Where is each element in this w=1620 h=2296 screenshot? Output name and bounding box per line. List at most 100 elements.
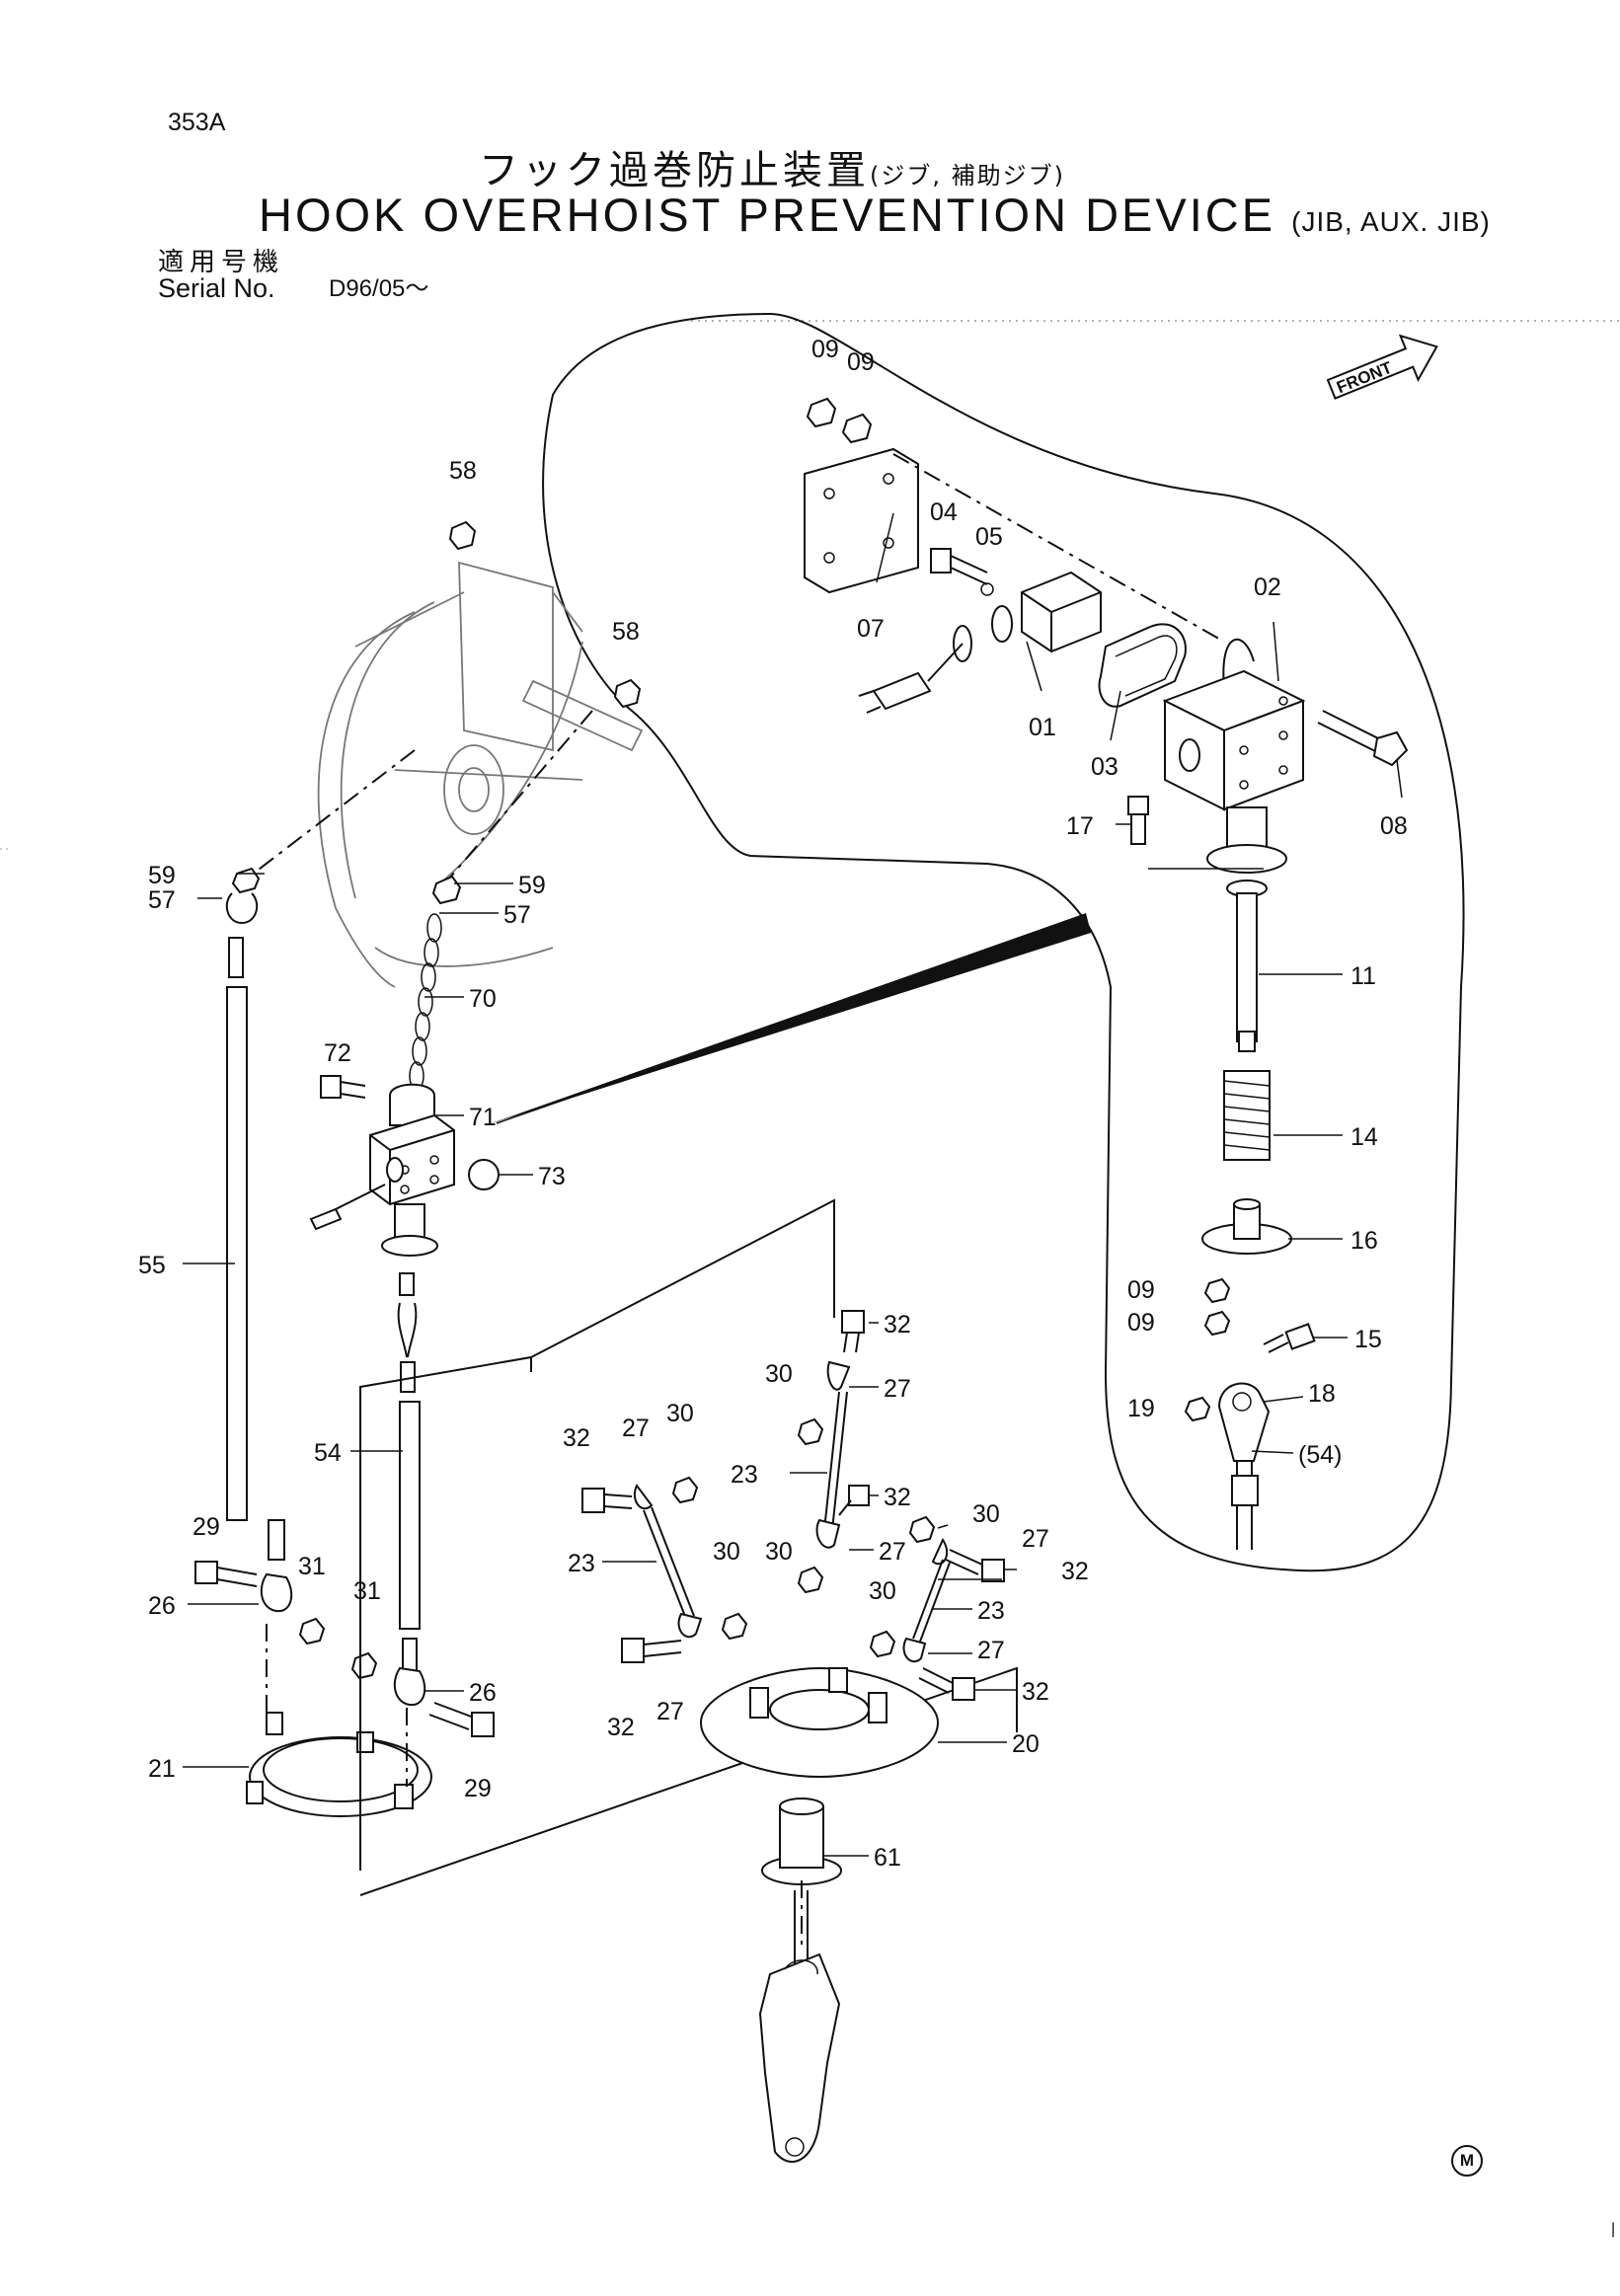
label-30-left: 30 (713, 1538, 740, 1566)
axis-line-plate (892, 453, 1225, 643)
bolt-32-top (841, 1310, 865, 1353)
link-end-27-a (633, 1484, 654, 1510)
label-71: 71 (469, 1104, 497, 1131)
label-26-b: 26 (469, 1679, 497, 1707)
front-arrow-icon: FRONT (1326, 334, 1438, 400)
label-09-c: 09 (1127, 1276, 1155, 1304)
nut-19 (1184, 1396, 1211, 1422)
bolt-32-left (581, 1488, 633, 1513)
nut-09-c (1203, 1277, 1231, 1304)
label-30-right: 30 (972, 1500, 1000, 1528)
label-32-right: 32 (1061, 1558, 1089, 1585)
bolt-32-rlow (918, 1667, 975, 1701)
nut-30-mid (797, 1566, 824, 1594)
label-09-b: 09 (847, 348, 875, 376)
m-mark-icon: M (1451, 2145, 1483, 2177)
label-08: 08 (1380, 812, 1408, 840)
label-23-left: 23 (568, 1550, 595, 1577)
label-14: 14 (1350, 1123, 1378, 1151)
label-58-a: 58 (449, 457, 477, 485)
sheave-outline (317, 561, 644, 988)
plate-07 (804, 447, 919, 594)
label-54: 54 (314, 1439, 342, 1467)
nut-58-a (448, 520, 477, 551)
axis-line-right (448, 710, 593, 880)
label-16: 16 (1350, 1227, 1378, 1255)
title-english-main: HOOK OVERHOIST PREVENTION DEVICE (259, 189, 1276, 241)
nut-30-right (908, 1515, 936, 1544)
nut-30-top (797, 1417, 824, 1446)
label-32-lower: 32 (607, 1714, 635, 1741)
label-58-b: 58 (612, 618, 640, 646)
label-55: 55 (138, 1252, 166, 1279)
label-27-right: 27 (1022, 1525, 1049, 1553)
page-code: 353A (168, 109, 226, 136)
serial-label-english: Serial No. (158, 273, 275, 303)
leader-lines (183, 512, 1403, 1857)
part-number-labels: 09 09 07 04 05 02 01 03 08 17 11 14 16 0… (138, 336, 1408, 1872)
hook-block (758, 1890, 841, 2163)
page-edge-mark: | (1611, 2221, 1616, 2238)
label-23-right: 23 (977, 1597, 1005, 1625)
label-05: 05 (975, 523, 1003, 551)
detail-balloon-outline (542, 312, 1465, 1572)
sub-assembly-frame-left (359, 1355, 532, 1871)
rod-55 (225, 892, 285, 1561)
label-01: 01 (1029, 714, 1056, 741)
washer-05 (980, 582, 994, 596)
label-57-b: 57 (503, 901, 531, 929)
label-32-rlow: 32 (1022, 1678, 1049, 1706)
nut-09-d (1203, 1310, 1231, 1337)
label-30-mid: 30 (765, 1538, 793, 1566)
bushing-61 (761, 1798, 842, 1885)
label-30-top: 30 (765, 1360, 793, 1388)
detail-pointer-wedge (486, 913, 1091, 1125)
label-15: 15 (1354, 1326, 1382, 1353)
label-27-rlow: 27 (977, 1637, 1005, 1664)
bolt-04 (930, 548, 988, 585)
label-57-a: 57 (148, 886, 176, 914)
nut-30-lower (721, 1612, 748, 1641)
label-09-a: 09 (811, 336, 839, 363)
detail-pointer-line (496, 917, 1087, 1124)
bolt-15 (1263, 1323, 1316, 1353)
rod-54 (397, 1272, 421, 1674)
label-27-mid: 27 (879, 1538, 906, 1566)
label-61: 61 (874, 1844, 901, 1872)
label-29-a: 29 (193, 1513, 220, 1541)
label-23-top: 23 (731, 1461, 758, 1489)
label-32-top: 32 (884, 1311, 911, 1339)
nut-31-b (350, 1651, 378, 1680)
label-54-ref: (54) (1298, 1441, 1342, 1469)
serial-value: D96/05～ (329, 275, 429, 302)
nut-59-a (231, 867, 261, 894)
nut-31-a (298, 1617, 326, 1645)
plate-20 (699, 1666, 940, 1779)
label-19: 19 (1127, 1395, 1155, 1422)
label-59-a: 59 (148, 862, 176, 889)
chain-70 (409, 875, 462, 1091)
spring-14 (1223, 1070, 1271, 1161)
title-japanese-sub: (ジブ, 補助ジブ) (870, 162, 1065, 190)
label-09-d: 09 (1127, 1309, 1155, 1337)
pin-11 (1226, 880, 1268, 1052)
label-32-left: 32 (563, 1424, 590, 1452)
cover-03 (1098, 623, 1187, 708)
switch-block (309, 1113, 455, 1257)
label-59-b: 59 (518, 872, 546, 899)
serial-label-japanese: 適用号機 (158, 248, 285, 277)
title-english: HOOK OVERHOIST PREVENTION DEVICE (JIB, A… (259, 188, 1491, 242)
nut-58-b (613, 678, 642, 709)
label-30-rlow: 30 (869, 1577, 896, 1605)
sub-assembly-frame-bottom (359, 1666, 1018, 1896)
label-20: 20 (1012, 1730, 1040, 1758)
label-27-lower: 27 (656, 1698, 684, 1725)
label-29-b: 29 (464, 1775, 492, 1802)
label-04: 04 (930, 498, 958, 526)
label-02: 02 (1254, 574, 1281, 601)
nut-30-rlow (869, 1630, 896, 1658)
bolt-32-right (945, 1549, 1005, 1582)
title-japanese: フック過巻防止装置(ジブ, 補助ジブ) (479, 138, 1065, 195)
